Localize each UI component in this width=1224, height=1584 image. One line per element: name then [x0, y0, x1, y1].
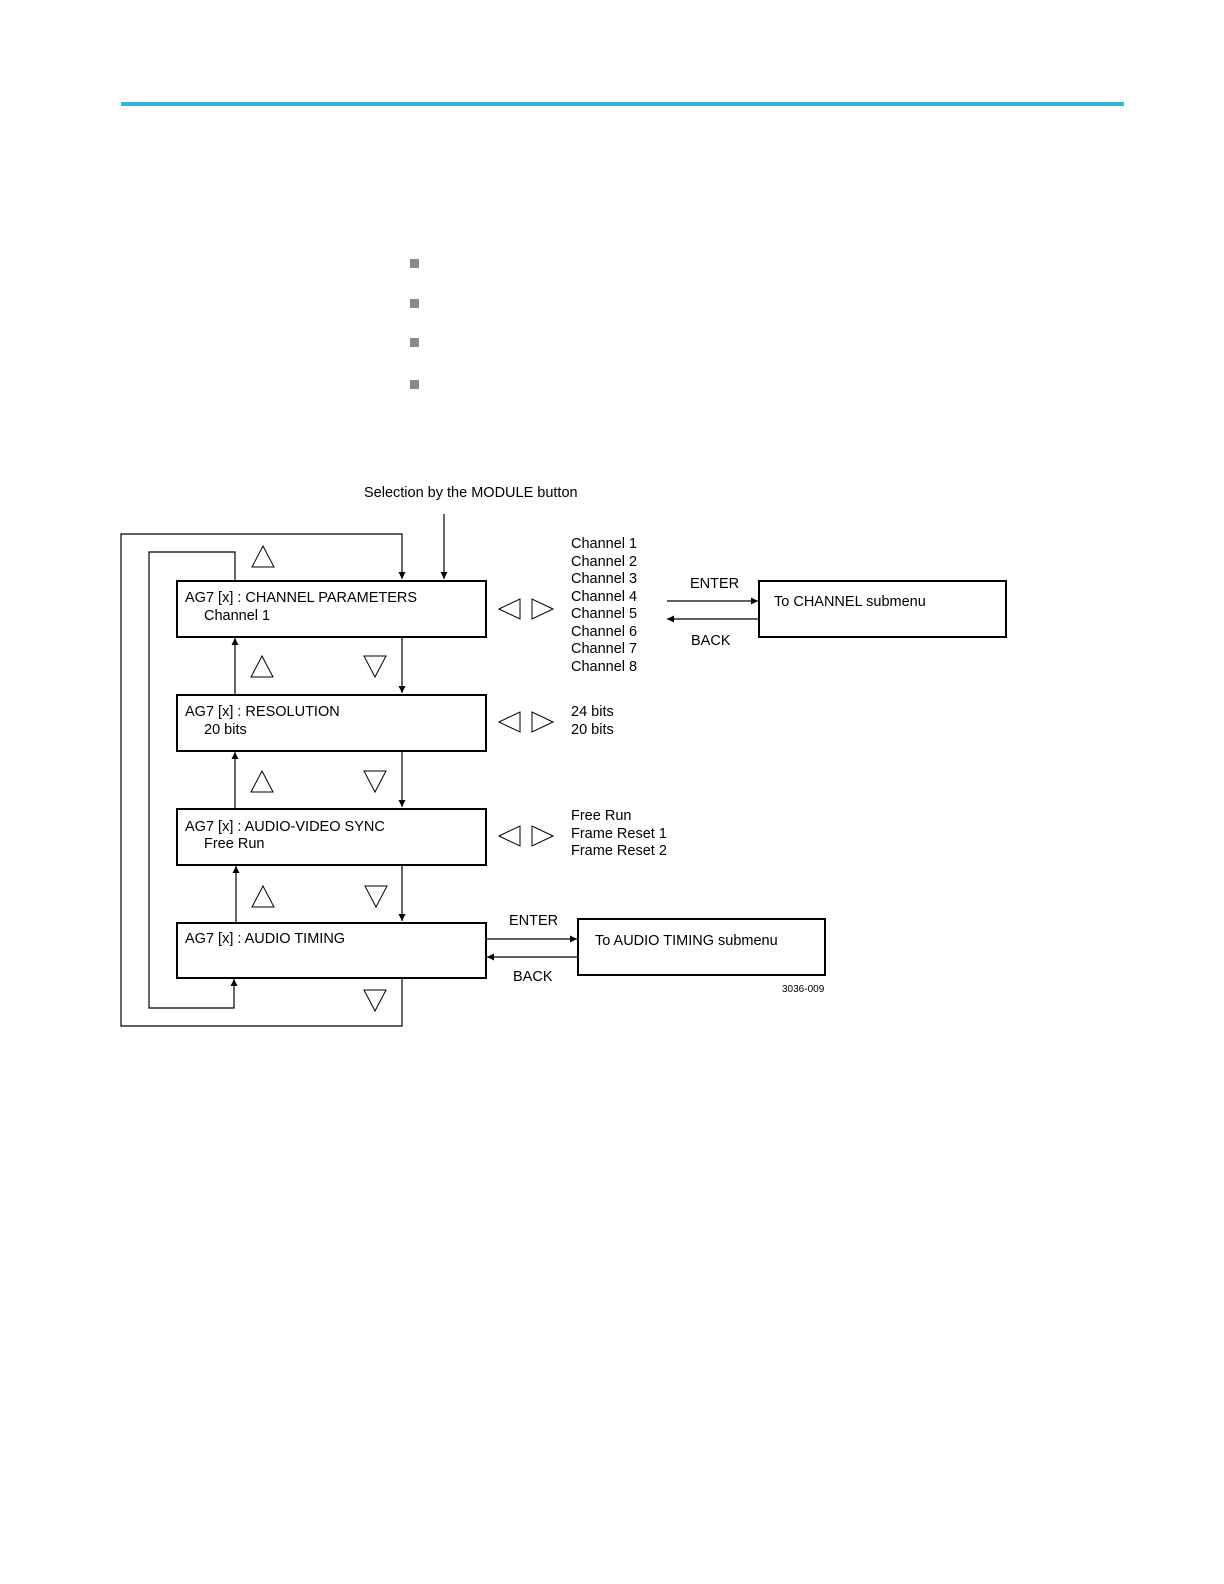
down-arrow-icon [363, 989, 387, 1013]
menu-title: AG7 [x] : AUDIO TIMING [185, 931, 345, 947]
option-item: 20 bits [571, 722, 614, 738]
enter-label: ENTER [509, 913, 558, 929]
option-item: Frame Reset 1 [571, 826, 667, 842]
option-item: Channel 6 [571, 624, 637, 640]
up-arrow-icon [250, 769, 274, 793]
header-rule [121, 102, 1124, 106]
menu-box-resolution[interactable] [176, 694, 487, 752]
bullet-marker [410, 338, 419, 347]
menu-value: 20 bits [204, 722, 247, 738]
option-item: Channel 3 [571, 571, 637, 587]
left-arrow-icon [497, 598, 521, 620]
submenu-label: To AUDIO TIMING submenu [595, 933, 778, 949]
sync-option-list: Free Run Frame Reset 1 Frame Reset 2 [571, 808, 667, 859]
option-item: Channel 8 [571, 659, 637, 675]
option-item: Frame Reset 2 [571, 843, 667, 859]
inner-loop-connector [148, 551, 238, 1009]
option-item: Channel 1 [571, 536, 637, 552]
option-item: Channel 2 [571, 554, 637, 570]
menu-title: AG7 [x] : CHANNEL PARAMETERS [185, 590, 417, 606]
option-item: Channel 7 [571, 641, 637, 657]
bullet-marker [410, 299, 419, 308]
left-arrow-icon [497, 825, 521, 847]
option-item: 24 bits [571, 704, 614, 720]
down-arrow-icon [363, 655, 387, 679]
outer-loop-connector [120, 533, 406, 1027]
menu-box-audio-video-sync[interactable] [176, 808, 487, 866]
menu-value: Free Run [204, 836, 264, 852]
back-label: BACK [513, 969, 553, 985]
figure-id: 3036-009 [782, 984, 825, 995]
module-selection-label: Selection by the MODULE button [364, 485, 578, 501]
down-arrow-icon [364, 885, 388, 909]
option-item: Free Run [571, 808, 631, 824]
right-arrow-icon [531, 711, 555, 733]
right-arrow-icon [531, 825, 555, 847]
option-item: Channel 4 [571, 589, 637, 605]
option-item: Channel 5 [571, 606, 637, 622]
bullet-marker [410, 259, 419, 268]
channel-submenu-box[interactable] [758, 580, 1007, 638]
down-arrow-icon [363, 770, 387, 794]
submenu-label: To CHANNEL submenu [774, 594, 926, 610]
menu-title: AG7 [x] : RESOLUTION [185, 704, 340, 720]
menu-box-channel-parameters[interactable] [176, 580, 487, 638]
audio-timing-submenu-box[interactable] [577, 918, 826, 976]
channel-option-list: Channel 1 Channel 2 Channel 3 Channel 4 … [571, 536, 637, 675]
up-arrow-icon [251, 884, 275, 908]
menu-value: Channel 1 [204, 608, 270, 624]
resolution-option-list: 24 bits 20 bits [571, 704, 614, 738]
back-label: BACK [691, 633, 731, 649]
up-arrow-icon [251, 544, 275, 568]
bullet-marker [410, 380, 419, 389]
menu-box-audio-timing[interactable] [176, 922, 487, 979]
enter-label: ENTER [690, 576, 739, 592]
left-arrow-icon [497, 711, 521, 733]
menu-title: AG7 [x] : AUDIO-VIDEO SYNC [185, 819, 385, 835]
right-arrow-icon [531, 598, 555, 620]
up-arrow-icon [250, 654, 274, 678]
